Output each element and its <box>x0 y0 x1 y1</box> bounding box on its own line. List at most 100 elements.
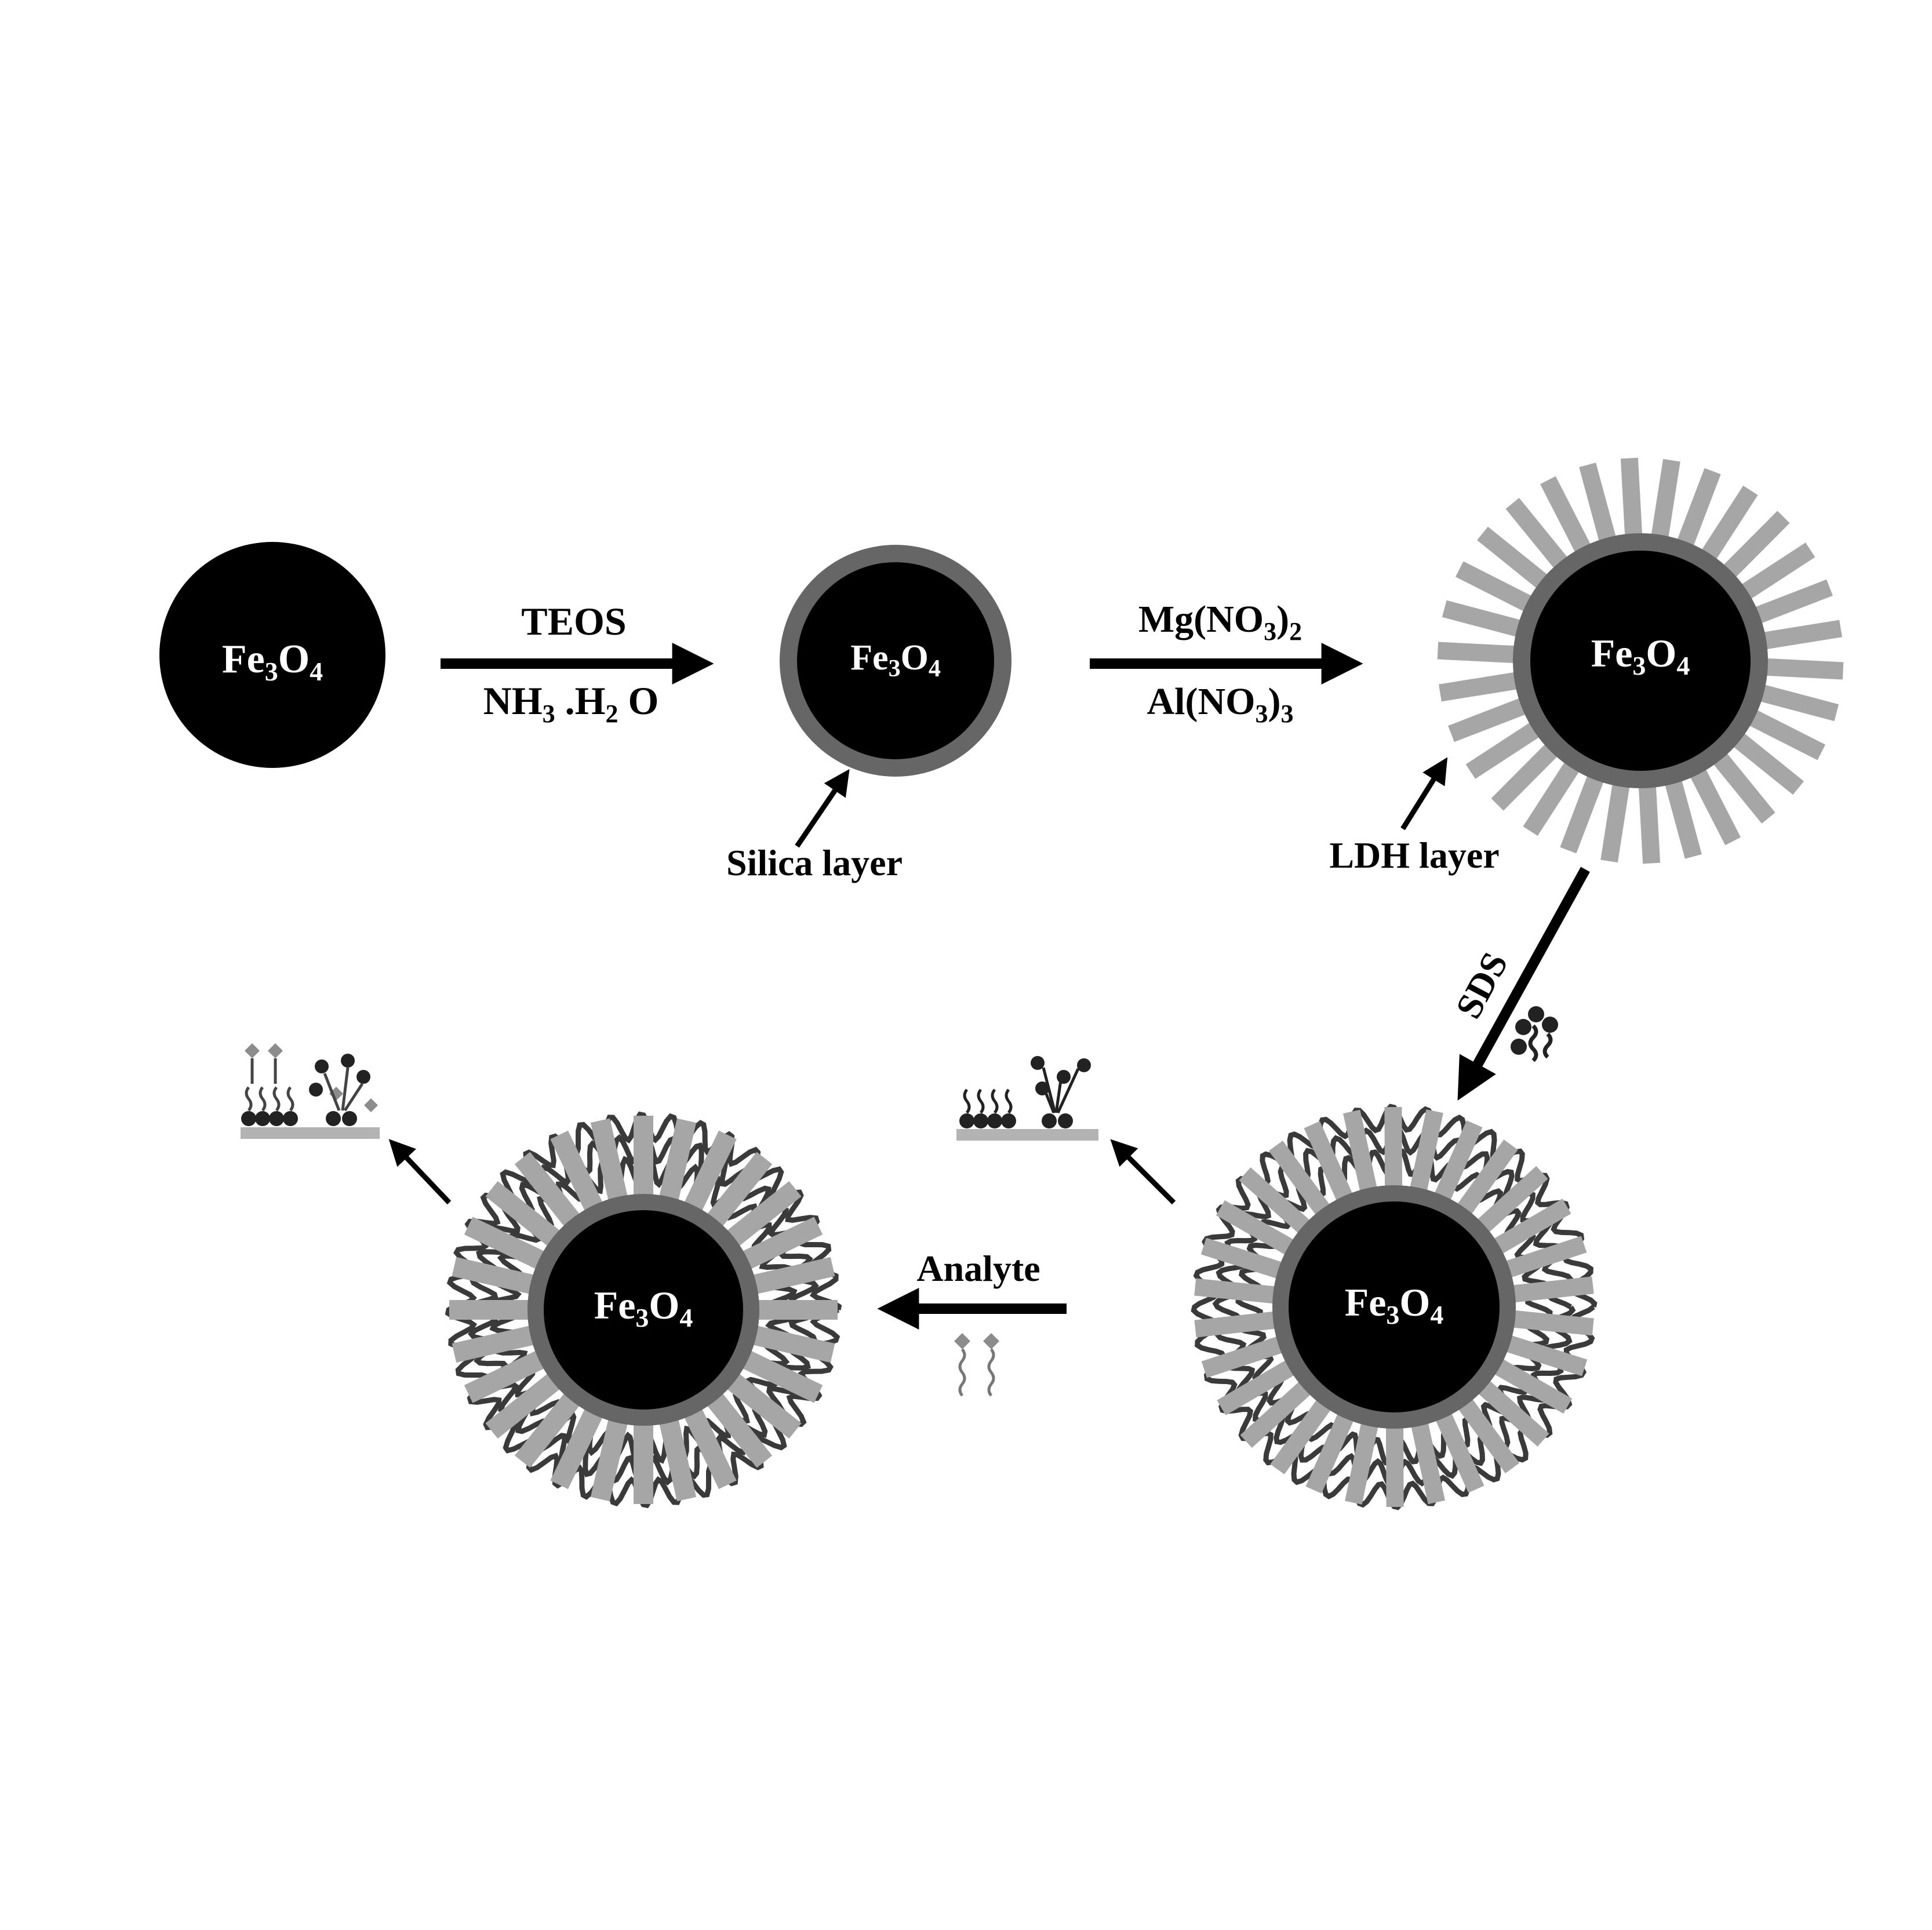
ldh-plate <box>657 1118 697 1208</box>
ldh-plate <box>703 1388 773 1468</box>
ldh-plate <box>1620 457 1643 546</box>
ldh-plate <box>1579 463 1619 551</box>
step3-reaction: SDS <box>1447 866 1590 1101</box>
bare-core <box>159 542 385 768</box>
ldh-plate <box>1465 716 1548 779</box>
ldh-plate <box>1408 1109 1443 1199</box>
ldh-plate <box>1454 1393 1520 1474</box>
step4-reaction: Analyte <box>877 1248 1067 1397</box>
ldh-plate <box>721 1181 802 1251</box>
ldh-plate <box>1487 1355 1573 1414</box>
ldh-plate <box>485 1181 566 1251</box>
analyte-core <box>544 1210 743 1410</box>
ldh-plate <box>1745 579 1833 627</box>
ldh-plate <box>1477 526 1556 595</box>
ldh-plate <box>1505 498 1574 577</box>
ldh-plate <box>485 1369 566 1439</box>
ldh-plate <box>1487 1199 1571 1258</box>
step1-reagent-bottom: NH3 .H2 O <box>483 679 659 728</box>
sds-micelle-icon <box>1511 1006 1558 1062</box>
ldh-plate <box>1270 1393 1336 1474</box>
ldh-plate <box>1201 1334 1290 1378</box>
bare-core-label: Fe3O4 <box>222 637 323 686</box>
sds-core <box>1289 1201 1500 1412</box>
ldh-plate <box>464 1347 551 1403</box>
stage-analyte-particle: Fe3O4 <box>241 1043 842 1509</box>
ldh-plate <box>1756 658 1844 680</box>
step4-reagent-label: Analyte <box>916 1248 1040 1289</box>
sds-side-arrow <box>1110 1139 1176 1205</box>
sds-chain <box>445 1111 842 1509</box>
ldh-plate <box>1217 1356 1301 1415</box>
ldh-callout-label: LDH layer <box>1329 835 1499 876</box>
ldh-plate <box>452 1257 541 1296</box>
ldh-plate <box>1733 542 1815 605</box>
silica-core <box>797 562 994 759</box>
ldh-plate <box>1409 1415 1445 1505</box>
ldh-plate <box>550 1402 606 1490</box>
ldh-plate <box>1453 1139 1518 1221</box>
ldh-plate <box>1472 1166 1548 1237</box>
ldh-plate <box>1345 1415 1380 1505</box>
ldh-plate <box>745 1257 835 1296</box>
ldh-plate <box>1716 511 1790 585</box>
stage-ldh-particle: Fe3O4 LDH layer <box>1329 457 1844 876</box>
analyte-molecule-icon <box>954 1333 999 1397</box>
ldh-plate <box>590 1412 630 1502</box>
ldh-core <box>1530 551 1751 771</box>
ldh-plate <box>1304 1121 1356 1208</box>
step1-reagent-top: TEOS <box>521 599 626 643</box>
ldh-plate <box>1498 1236 1587 1280</box>
ldh-plate <box>1305 1407 1357 1494</box>
step1-reaction: TEOS NH3 .H2 O <box>441 599 714 728</box>
silica-callout-label: Silica layer <box>726 842 903 883</box>
analyte-surfactant-icon <box>241 1043 380 1139</box>
ldh-plate <box>721 1369 802 1439</box>
ldh-plate <box>1638 775 1661 864</box>
ldh-plate <box>1753 620 1842 651</box>
ldh-plate <box>514 1152 584 1232</box>
ldh-plate <box>452 1324 541 1363</box>
analyte-core-label: Fe3O4 <box>594 1283 693 1332</box>
ldh-plate <box>1268 1140 1334 1221</box>
ldh-plate <box>1448 694 1536 742</box>
ldh-plate <box>1194 1310 1283 1338</box>
ldh-plate <box>1600 774 1632 863</box>
stage-sds-particle: Fe3O4 <box>956 1056 1598 1510</box>
ldh-plate <box>1442 600 1531 640</box>
ldh-plate <box>657 1412 697 1502</box>
ldh-plate <box>590 1118 630 1208</box>
ldh-plate <box>1431 1120 1483 1207</box>
silica-core-label: Fe3O4 <box>850 638 941 682</box>
ldh-plate <box>1432 1406 1485 1493</box>
ldh-plate <box>736 1347 823 1403</box>
ldh-plate <box>1505 1309 1594 1336</box>
ldh-plate <box>1662 770 1702 859</box>
ldh-plate <box>464 1217 551 1273</box>
ldh-plate <box>1194 1278 1283 1305</box>
ldh-plate <box>1685 760 1741 846</box>
ldh-plate <box>1439 670 1527 702</box>
ldh-plate <box>1560 766 1607 854</box>
ldh-plate <box>1472 1375 1549 1447</box>
ldh-plate <box>1343 1109 1379 1199</box>
sds-surfactant-icon <box>956 1056 1098 1141</box>
step2-reaction: Mg(NO3)2 Al(NO3)3 <box>1090 598 1363 728</box>
stage-bare-particle: Fe3O4 <box>159 542 385 768</box>
ldh-plate <box>1523 753 1585 836</box>
ldh-plate <box>1505 1276 1594 1303</box>
ldh-plate <box>681 1130 737 1218</box>
sds-chain <box>1191 1104 1598 1510</box>
sds-core-label: Fe3O4 <box>1345 1280 1444 1330</box>
ldh-plate <box>1673 468 1721 556</box>
ldh-plate <box>1750 682 1839 722</box>
ldh-plate <box>681 1402 737 1490</box>
ldh-plate <box>550 1130 606 1218</box>
ldh-plate <box>745 1324 835 1363</box>
ldh-plate <box>1216 1200 1301 1259</box>
ldh-core-label: Fe3O4 <box>1591 631 1690 680</box>
step2-reagent-top: Mg(NO3)2 <box>1138 598 1302 646</box>
ldh-plate <box>1491 737 1565 811</box>
ldh-plate <box>1437 642 1525 664</box>
